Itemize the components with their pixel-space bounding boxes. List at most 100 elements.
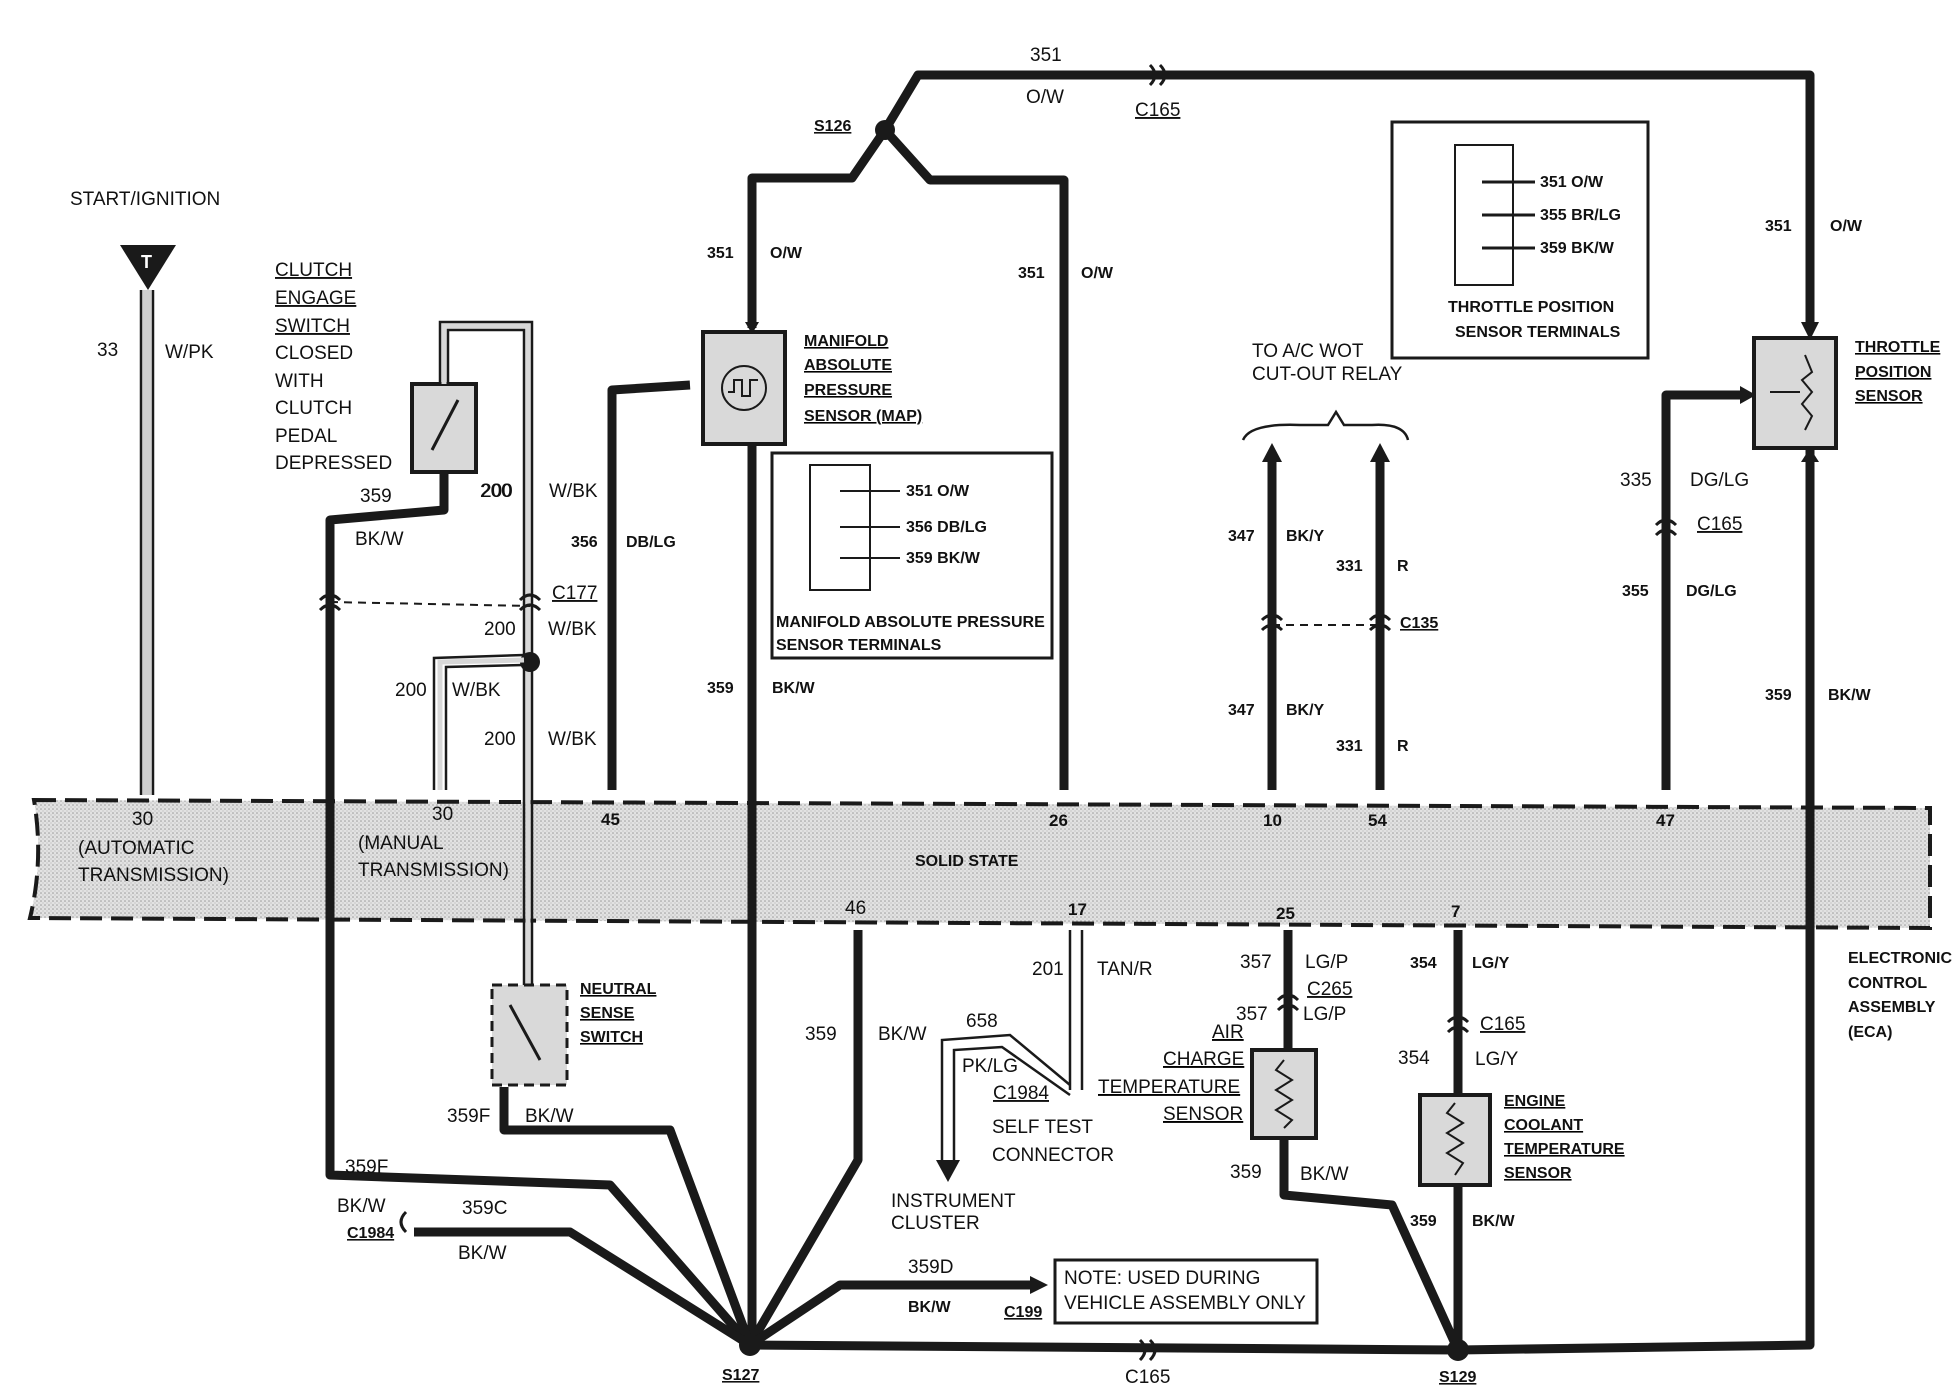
c1984-selftest: C1984 [993,1083,1049,1104]
wire-lgp-low: LG/P [1303,1004,1346,1025]
wire-bkw-clutch: BK/W [355,529,404,550]
svg-text:INSTRUMENT: INSTRUMENT [891,1191,1016,1212]
svg-text:PRESSURE: PRESSURE [804,382,892,399]
svg-text:SENSE: SENSE [580,1005,635,1022]
ect-sensor-label: ENGINE COOLANT TEMPERATURE SENSOR [1504,1093,1625,1182]
map-sensor [701,330,787,446]
wire-359-46: 359 [805,1024,837,1045]
wire-bkw-map: BK/W [772,680,816,697]
wire-ow-26: O/W [1081,265,1114,282]
svg-text:SENSOR TERMINALS: SENSOR TERMINALS [1455,324,1621,341]
wire-bky-top: BK/Y [1286,528,1325,545]
svg-text:ELECTRONIC: ELECTRONIC [1848,950,1952,967]
wire-359c: 359C [462,1198,507,1219]
c165-bottom: C165 [1125,1367,1170,1388]
wire-bkw-ect: BK/W [1472,1213,1516,1230]
fuse-triangle-icon [120,245,176,290]
c165-top: C165 [1135,100,1180,121]
s129-label: S129 [1439,1369,1476,1386]
c165-tps: C165 [1697,514,1742,535]
wire-lgp-top: LG/P [1305,952,1348,973]
svg-text:NOTE: USED DURING: NOTE: USED DURING [1064,1268,1260,1289]
wire-ow-top: O/W [1026,87,1064,108]
svg-text:356 DB/LG: 356 DB/LG [906,519,987,536]
wire-wbk-top: W/BK [549,481,598,502]
wire-355: 355 [1622,583,1649,600]
tps-input-arrow-icon [1740,386,1756,404]
svg-text:SENSOR: SENSOR [1855,388,1923,405]
wire-359f-left: 359F [345,1157,388,1178]
svg-text:(MANUAL: (MANUAL [358,833,444,854]
neutral-sense-switch [490,983,569,1087]
svg-text:ENGINE: ENGINE [1504,1093,1566,1110]
wire-bkw-359d: BK/W [908,1299,952,1316]
ac-relay-label: TO A/C WOT CUT-OUT RELAY [1252,341,1403,385]
svg-text:SWITCH: SWITCH [580,1029,643,1046]
svg-text:SENSOR (MAP): SENSOR (MAP) [804,408,922,425]
wire-356: 356 [571,534,598,551]
pin-54: 54 [1368,811,1387,830]
wire-33-number: 33 [97,340,118,361]
pin-26: 26 [1049,811,1068,830]
wire-bkw-switch: BK/W [525,1106,574,1127]
wire-354-low: 354 [1398,1048,1430,1069]
svg-text:CHARGE: CHARGE [1163,1049,1244,1070]
pin-30-auto: 30 [132,809,153,830]
wire-r-low: R [1397,738,1409,755]
svg-text:ASSEMBLY: ASSEMBLY [1848,999,1936,1016]
wire-351-top: 351 [1030,45,1062,66]
wire-354-top: 354 [1410,955,1437,972]
tps-terminal-list: 351 O/W 355 BR/LG 359 BK/W THROTTLE POSI… [1448,174,1621,341]
note-text: NOTE: USED DURING VEHICLE ASSEMBLY ONLY [1064,1268,1306,1314]
c177-label: C177 [552,583,597,604]
svg-text:SENSOR: SENSOR [1504,1165,1572,1182]
s129-splice-icon [1447,1339,1469,1361]
wire-351-map: 351 [707,245,734,262]
wire-331-top: 331 [1336,558,1363,575]
wire-331-low: 331 [1336,738,1363,755]
wire-351-tps: 351 [1765,218,1792,235]
wire-359-ect: 359 [1410,1213,1437,1230]
wire-335: 335 [1620,470,1652,491]
c135-label: C135 [1400,615,1438,632]
wire-dblg: DB/LG [626,534,676,551]
wire-200-mid: 200 [484,619,516,640]
svg-text:ABSOLUTE: ABSOLUTE [804,357,892,374]
tps-bottom-arrow-icon [1801,448,1819,462]
map-sensor-label: MANIFOLD ABSOLUTE PRESSURE SENSOR (MAP) [804,333,922,425]
tps-label: THROTTLE POSITION SENSOR [1855,339,1941,405]
clutch-switch-description: CLUTCH ENGAGE SWITCH CLOSED WITH CLUTCH … [275,260,392,474]
engine-coolant-temp-sensor [1418,1093,1492,1187]
wire-359f-switch: 359F [447,1106,490,1127]
wire-357-top: 357 [1240,952,1272,973]
wire-357-low: 357 [1236,1004,1268,1025]
wire-bkw-359c: BK/W [458,1243,507,1264]
wire-lgy-low: LG/Y [1475,1049,1519,1070]
wire-33-color: W/PK [165,342,214,363]
svg-text:TRANSMISSION): TRANSMISSION) [78,865,229,886]
svg-text:359 BK/W: 359 BK/W [1540,240,1615,257]
svg-text:POSITION: POSITION [1855,364,1931,381]
s127-splice-icon [739,1334,761,1356]
wire-wbk-low: W/BK [548,729,597,750]
tps-terminals-box [1390,120,1650,360]
pin-45: 45 [601,810,620,829]
svg-text:SENSOR TERMINALS: SENSOR TERMINALS [776,637,942,654]
act-sensor-label: AIR CHARGE TEMPERATURE SENSOR [1098,1022,1244,1125]
wire-pklg: PK/LG [962,1056,1018,1077]
svg-text:MANIFOLD ABSOLUTE PRESSURE: MANIFOLD ABSOLUTE PRESSURE [776,614,1045,631]
wire-200-top: 200 [481,481,513,502]
pin-10: 10 [1263,811,1282,830]
pin-47: 47 [1656,811,1675,830]
wire-ow-map: O/W [770,245,803,262]
auto-trans-label: (AUTOMATIC TRANSMISSION) [78,838,229,886]
svg-text:(AUTOMATIC: (AUTOMATIC [78,838,194,859]
svg-text:359 BK/W: 359 BK/W [906,550,981,567]
svg-text:NEUTRAL: NEUTRAL [580,981,657,998]
pin-17: 17 [1068,900,1087,919]
wire-bkw-tps: BK/W [1828,687,1872,704]
wire-359-act: 359 [1230,1162,1262,1183]
map-arrow-icon [745,322,759,334]
start-ignition-label: START/IGNITION [70,189,220,210]
